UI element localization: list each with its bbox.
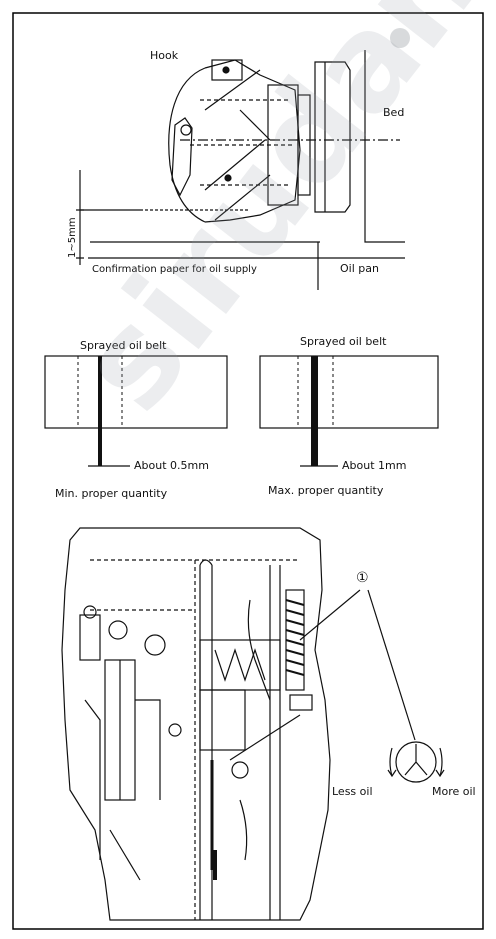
page-border <box>12 12 484 930</box>
oil-belt-left-panel: Sprayed oil belt About 0.5mm Min. proper… <box>44 339 228 500</box>
left-linkage <box>84 699 141 881</box>
left-bolt-2 <box>108 620 128 640</box>
left-bolt-4 <box>168 723 182 737</box>
label-hook: Hook <box>150 49 179 62</box>
hook-screw-bottom <box>224 174 232 182</box>
left-oil-belt-bar <box>98 356 102 466</box>
hook-diagonals <box>204 69 271 221</box>
watermark-text: sirudan.c <box>49 0 496 438</box>
right-panel-dashes <box>297 356 334 428</box>
oil-adjustment-diagram <box>61 527 445 921</box>
oil-pipe-top <box>199 559 213 566</box>
left-panel-caption: Min. proper quantity <box>55 487 168 500</box>
left-panel-title: Sprayed oil belt <box>80 339 167 352</box>
hook-body <box>204 59 301 223</box>
left-mechanism-1 <box>79 614 101 661</box>
bracket-arc <box>247 599 271 701</box>
lower-block <box>199 689 246 751</box>
machine-body-outline <box>61 527 331 921</box>
screw-threads <box>285 599 305 676</box>
callout-leader-2 <box>367 589 416 741</box>
label-confirmation-paper: Confirmation paper for oil supply <box>92 264 257 275</box>
left-shaft-lines <box>119 660 161 800</box>
right-panel-caption: Max. proper quantity <box>268 484 384 497</box>
dial-arrow-right <box>439 747 443 777</box>
dial-arrow-left <box>389 747 393 777</box>
oil-belt-right-panel: Sprayed oil belt About 1mm Max. proper q… <box>259 335 439 497</box>
oil-adjustment-dial <box>395 741 437 783</box>
hook-point <box>171 117 193 197</box>
right-panel-title: Sprayed oil belt <box>300 335 387 348</box>
hook-point-circle <box>180 124 192 136</box>
hook-collar-ring <box>297 94 311 196</box>
machine-dashed-sections <box>90 559 300 920</box>
watermark-dot <box>390 28 410 48</box>
hook-bed-diagram <box>76 50 405 290</box>
label-less-oil: Less oil <box>332 785 373 798</box>
bed-block <box>314 61 351 213</box>
right-panel-frame <box>259 355 439 429</box>
dial-arrowhead-left <box>387 769 397 778</box>
right-oil-belt-bar <box>311 356 318 466</box>
hook-bracket <box>211 59 243 81</box>
right-frame-rails <box>269 565 281 920</box>
left-bolt-1 <box>83 605 97 619</box>
watermark: sirudan.c <box>49 0 496 438</box>
label-oil-pan: Oil pan <box>340 262 379 275</box>
left-panel-dashes <box>77 356 123 428</box>
left-panel-measure: About 0.5mm <box>134 459 209 472</box>
label-more-oil: More oil <box>432 785 476 798</box>
spring-coil <box>214 648 266 682</box>
label-dimension: 1~5mm <box>67 217 78 258</box>
dial-arrowhead-right <box>435 769 445 778</box>
left-panel-frame <box>44 355 228 429</box>
left-bolt-3 <box>144 634 166 656</box>
hook-outer-curve <box>168 67 206 223</box>
screw-base <box>289 694 313 711</box>
lower-curve <box>239 799 248 861</box>
lower-arm <box>229 714 301 761</box>
lower-bolt <box>231 761 249 779</box>
right-panel-measure: About 1mm <box>342 459 406 472</box>
bed-outline <box>364 50 405 243</box>
callout-leader-1 <box>299 589 361 641</box>
confirmation-paper-lines <box>88 241 320 259</box>
callout-number: ① <box>356 570 369 586</box>
oil-pipe <box>199 565 213 920</box>
dial-slot <box>404 744 428 776</box>
hook-dashed-lines <box>190 99 295 186</box>
hook-screw-top <box>222 66 230 74</box>
label-bed: Bed <box>383 106 404 119</box>
